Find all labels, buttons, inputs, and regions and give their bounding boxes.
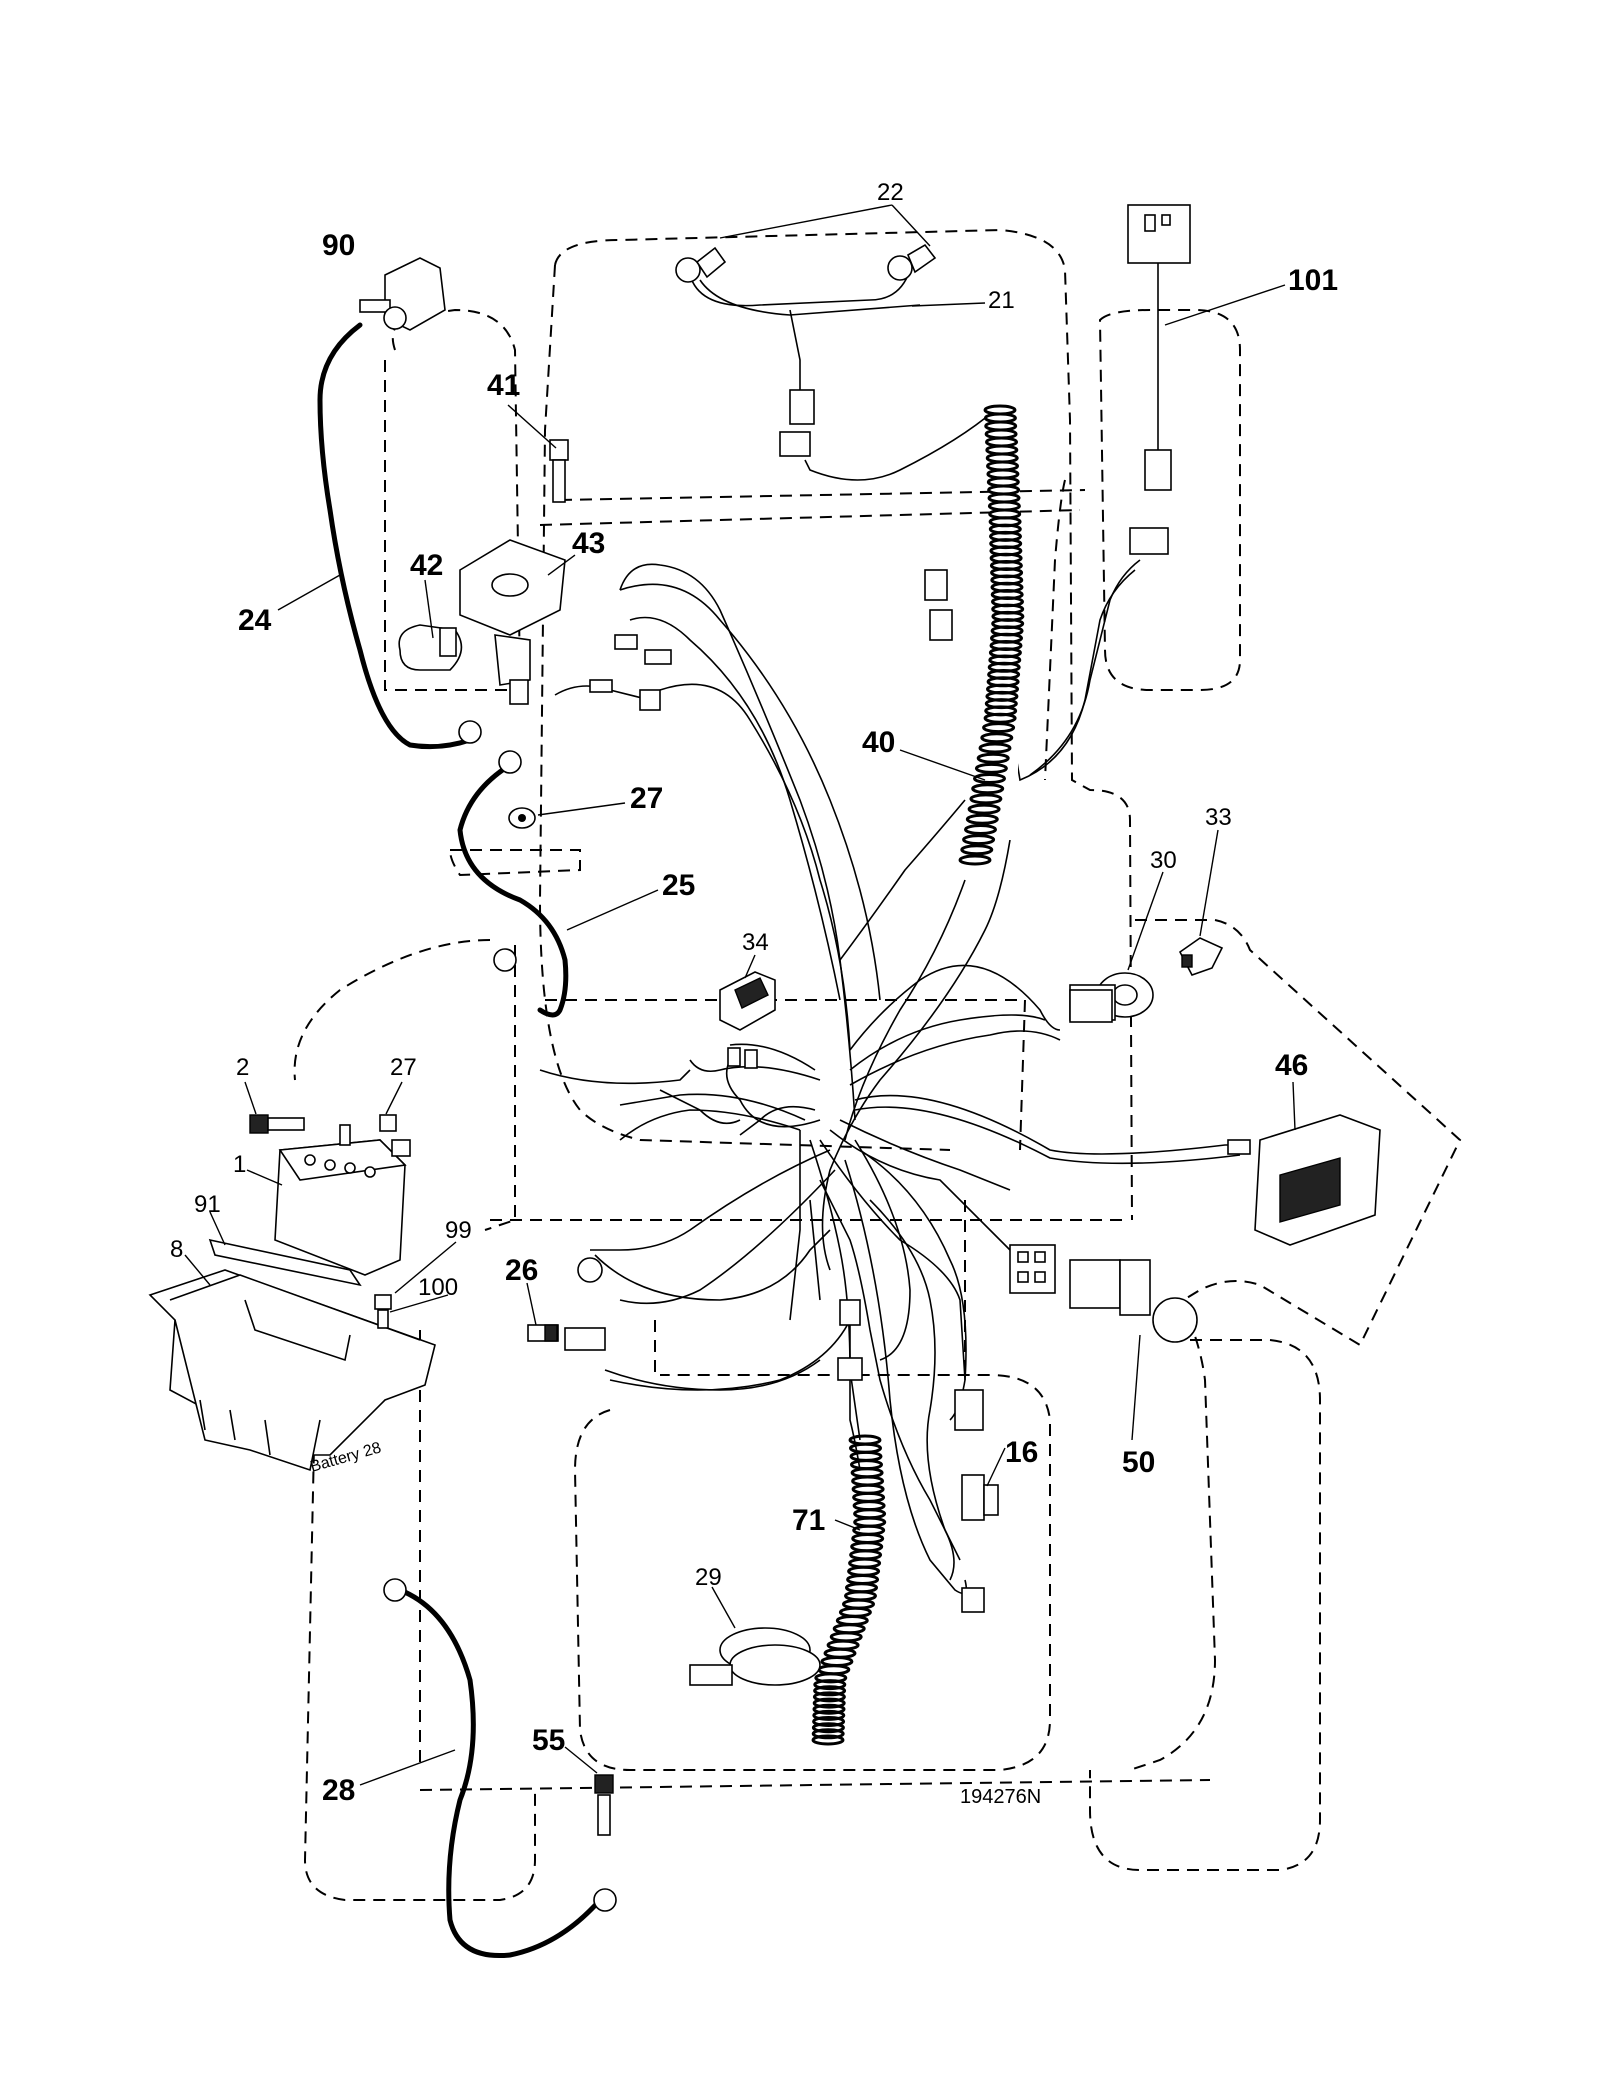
bolt-55 [594,1774,614,1836]
coil40-ring [969,793,1003,805]
seat-switch-29 [689,1627,821,1686]
coil40-ring [978,742,1012,754]
cable-24 [317,322,473,750]
coil71-ring [813,1679,847,1691]
drawing-number: 194276N [960,1786,1041,1808]
harness-plug-30 [1069,989,1113,1023]
headlight-plug [779,431,811,457]
callout-40: 40 [862,726,895,759]
callout-27-upper: 27 [630,782,663,815]
display-module-46 [1227,1114,1381,1246]
callout-22: 22 [877,179,904,206]
rocker-switch-34 [719,971,776,1069]
coil40-ring [976,752,1010,764]
starter-solenoid-43 [459,539,566,705]
callout-21: 21 [988,287,1015,314]
coil71-ring [811,1728,845,1740]
coil40-ring [971,783,1005,795]
cable-terminals [383,306,617,1912]
coil40-ring [967,803,1001,815]
coil71-ring [811,1734,845,1746]
callout-29: 29 [695,1564,722,1591]
callout-91: 91 [194,1191,221,1218]
coil71-ring [812,1709,846,1721]
callout-8: 8 [170,1236,183,1263]
cable-28 [397,1587,603,1959]
hold-down-strap-91 [208,1238,362,1287]
bolt-41 [549,439,569,503]
washer-27-upper [508,807,536,829]
tray-fasteners-99-100 [374,1294,392,1329]
headlight-bulb-right [887,243,937,281]
coil40-ring [980,732,1014,744]
callout-43: 43 [572,527,605,560]
headlight-bulb-left [675,246,727,283]
pto-switch-50 [1069,1259,1198,1343]
coil71-ring [812,1691,846,1703]
callout-41: 41 [487,369,520,402]
callout-34: 34 [742,929,769,956]
coil40-ring [958,854,992,866]
harness-plug-50 [1009,1244,1056,1294]
callout-2: 2 [236,1054,249,1081]
coil-40-rings [958,404,1025,866]
phantom-outlines [293,228,1462,1901]
coil71-ring [812,1703,846,1715]
terminal-boot-42 [398,624,463,671]
relay-16 [954,1389,999,1613]
callout-33: 33 [1205,804,1232,831]
callout-30: 30 [1150,847,1177,874]
coil40-ring [974,762,1008,774]
ignition-key-33 [1178,937,1224,976]
callout-99: 99 [445,1217,472,1244]
callout-71: 71 [792,1504,825,1537]
coil40-ring [982,722,1016,734]
seat-switch-connectors [837,1299,863,1381]
coil40-ring [962,834,996,846]
battery-tray-8 [148,1269,436,1472]
fuse-26 [527,1324,606,1351]
callout-16: 16 [1005,1436,1038,1469]
battery-cables [317,322,603,1959]
cable-25 [457,762,569,1018]
callout-26: 26 [505,1254,538,1287]
parts [148,204,1381,1912]
callout-25: 25 [662,869,695,902]
coil-71-rings [811,1434,887,1746]
coil40-ring [964,824,997,835]
battery-bolt-2 [249,1114,305,1134]
headlight-connector [789,389,815,425]
callout-55: 55 [532,1724,565,1757]
callout-28: 28 [322,1774,355,1807]
callout-27-lower: 27 [390,1054,417,1081]
callout-46: 46 [1275,1049,1308,1082]
callout-100: 100 [418,1274,458,1301]
coil71-ring [811,1722,845,1734]
callout-42: 42 [410,549,443,582]
spade-connectors-upper [589,569,953,711]
coil71-ring [812,1697,846,1709]
callout-90: 90 [322,229,355,262]
switch-101 [1127,204,1191,555]
battery-nut-27 [379,1114,397,1132]
callout-24: 24 [238,604,272,637]
callout-101: 101 [1288,264,1338,297]
coil71-ring [813,1685,847,1697]
callout-50: 50 [1122,1446,1155,1479]
coil71-ring [812,1716,846,1727]
callouts: 22 90 21 101 41 43 42 24 40 27 25 33 30 … [170,179,1338,1807]
callout-1: 1 [233,1151,246,1178]
coil40-ring [965,813,999,825]
coil40-ring [960,844,994,856]
coil40-ring [973,773,1006,784]
battery-1 [274,1124,411,1276]
leader-lines [184,204,1296,1786]
